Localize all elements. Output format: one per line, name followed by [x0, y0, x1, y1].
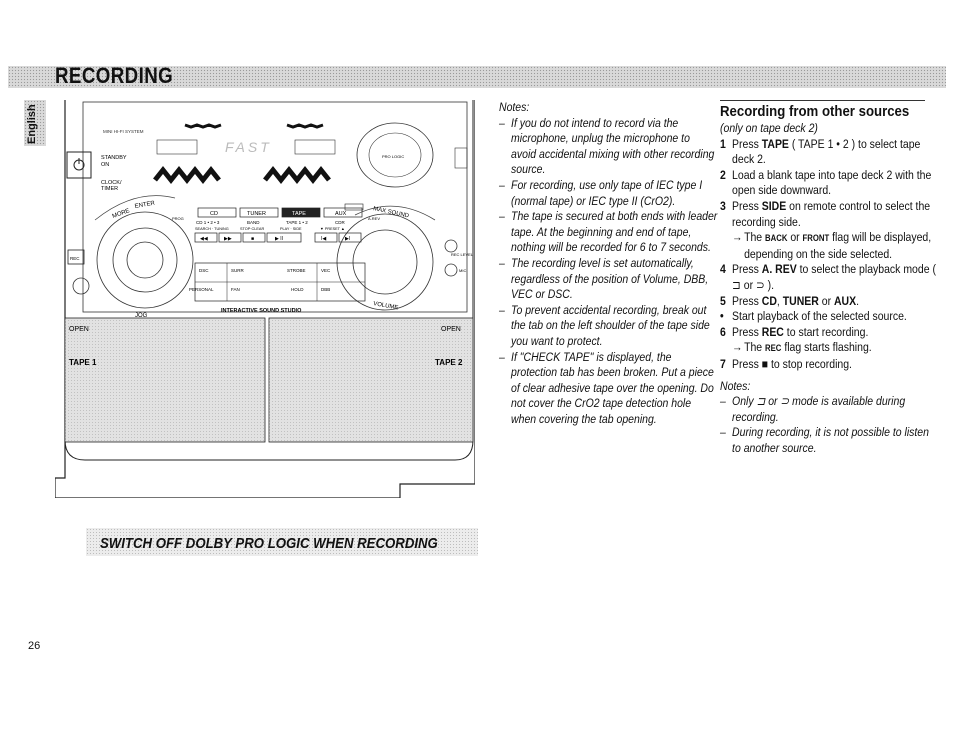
language-tab: [24, 100, 46, 146]
tape12-label: TAPE 1 • 2: [286, 220, 308, 225]
next-icon: ▶I: [345, 236, 350, 242]
section2-title: SWITCH OFF DOLBY PRO LOGIC WHEN RECORDIN…: [100, 535, 438, 552]
hold-label: HOLD: [291, 287, 304, 292]
arev-label: A.REV: [368, 216, 380, 221]
more-label: MORE: [112, 208, 131, 220]
dbb-label: DBB: [321, 287, 330, 292]
prev-icon: I◀: [321, 236, 326, 242]
pro-logic-dial: [356, 122, 434, 188]
tape1-label: TAPE 1: [69, 358, 97, 367]
pro-logic-label: PRO LOGIC: [382, 154, 404, 159]
note-item: –The tape is secured at both ends with l…: [499, 209, 718, 255]
sources-notes-heading: Notes:: [720, 378, 751, 393]
notes-heading: Notes:: [499, 100, 530, 114]
personal-label: PERSONAL: [189, 287, 214, 292]
surr-label: SURR: [231, 268, 245, 273]
stop-icon: ■: [251, 236, 254, 242]
dsc-label: DSC: [199, 268, 209, 273]
enter-label: ENTER: [134, 200, 156, 210]
standby-label: STANDBY: [101, 155, 127, 161]
sound-studio-panel: DSC SURR STROBE VEC PERSONAL FAN HOLD DB…: [189, 262, 366, 314]
mic-label: MIC: [459, 268, 466, 273]
sources-note: –During recording, it is not possible to…: [720, 425, 929, 455]
tape2-label: TAPE 2: [435, 358, 463, 367]
timer-label: TIMER: [101, 186, 118, 192]
open-right-label: OPEN: [441, 326, 461, 333]
cd-sub-label: CD 1 • 2 • 3: [196, 220, 220, 225]
fan-label: FAN: [231, 287, 240, 292]
rewind-icon: ◀◀: [200, 236, 208, 242]
language-tab-label: English: [26, 104, 38, 144]
transport-preset: ▼ PRESET ▲: [320, 227, 345, 231]
step-5-bullet: •Start playback of the selected source.: [720, 309, 907, 324]
transport-stop: STOP·CLEAR: [240, 227, 264, 231]
volume-dial: [336, 213, 434, 311]
band-label: BAND: [247, 220, 260, 225]
rec-level-knob: [444, 239, 458, 253]
page-number: 26: [28, 640, 41, 652]
transport-buttons: SEARCH · TUNING STOP·CLEAR PLAY · SIDE ▼…: [194, 227, 362, 243]
step-3-result: →The BACK or FRONT flag will be displaye…: [732, 230, 932, 261]
page-title: RECORDING: [55, 63, 174, 88]
notes-column: Notes: –If you do not intend to record v…: [499, 100, 717, 427]
note-item: –For recording, use only tape of IEC typ…: [499, 177, 703, 208]
recording-sources-column: Recording from other sources (only on ta…: [720, 100, 936, 456]
fast-forward-icon: ▶▶: [224, 236, 232, 242]
note-item: –If you do not intend to record via the …: [499, 115, 715, 177]
section-banner: [8, 66, 946, 88]
recording-sources-title: Recording from other sources: [720, 103, 910, 120]
tape-label: TAPE: [292, 211, 306, 217]
clock-label: CLOCK/: [101, 180, 122, 186]
jog-dial: [96, 211, 194, 309]
cd-label: CD: [210, 211, 218, 217]
on-label: ON: [101, 162, 109, 168]
rec-button: [67, 249, 85, 265]
brand-line: MINI HI-FI SYSTEM: [103, 129, 144, 134]
open-left-label: OPEN: [69, 326, 89, 333]
transport-search: SEARCH · TUNING: [195, 227, 229, 231]
section-rule: [720, 100, 925, 101]
section2-banner: [86, 528, 478, 556]
step-6-result: →The REC flag starts flashing.: [732, 340, 872, 355]
rec-level-label: REC LEVEL: [451, 252, 474, 257]
vec-label: VEC: [321, 268, 331, 273]
note-item: –To prevent accidental recording, break …: [499, 302, 710, 348]
note-item: –The recording level is set automaticall…: [499, 255, 709, 302]
rec-button-label: REC: [70, 256, 80, 261]
transport-play: PLAY · SIDE: [280, 227, 302, 231]
tuner-label: TUNER: [247, 211, 266, 217]
iss-label: INTERACTIVE SOUND STUDIO: [221, 308, 302, 314]
aux-label: AUX: [335, 211, 347, 217]
mic-jack: [72, 277, 90, 295]
recording-sources-subtitle: (only on tape deck 2): [720, 121, 818, 135]
tape-decks: OPEN OPEN TAPE 1 TAPE 2: [64, 317, 474, 443]
display-panel: FAST: [153, 123, 336, 185]
device-illustration: MINI HI-FI SYSTEM STANDBY ON CLOCK/ TIME…: [55, 100, 475, 498]
jog-label: JOG: [135, 313, 148, 319]
volume-label: VOLUME: [373, 301, 399, 311]
note-item: –If "CHECK TAPE" is displayed, the prote…: [499, 349, 714, 426]
display-text: FAST: [225, 139, 272, 155]
standby-button: [66, 151, 92, 179]
cdr-label: CDR: [335, 220, 345, 225]
prog-label: PROG: [172, 216, 184, 221]
strobe-label: STROBE: [287, 268, 306, 273]
sources-note: –Only ⊐ or ⊃ mode is available during re…: [720, 394, 906, 424]
source-buttons: CD TUNER TAPE AUX CD 1 • 2 • 3 BAND TAPE…: [172, 203, 380, 225]
play-pause-icon: ▶ II: [275, 236, 283, 242]
